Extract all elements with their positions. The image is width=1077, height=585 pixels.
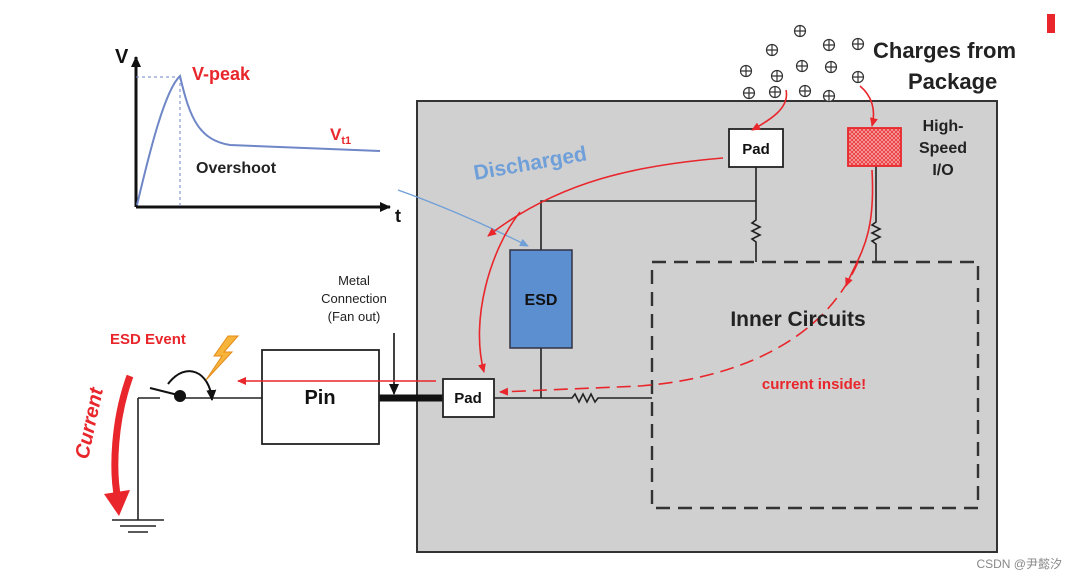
- pad-bottom: [442, 378, 495, 418]
- charge-icon: [824, 60, 838, 74]
- overshoot-label: Overshoot: [196, 160, 277, 177]
- inner-circuits-label: Inner Circuits: [730, 308, 865, 331]
- bottom-bus-wire: [494, 392, 652, 404]
- pad-bottom-label: Pad: [454, 390, 482, 407]
- hsio-label-line2: Speed: [919, 140, 967, 157]
- charge-icon: [742, 86, 756, 100]
- charge-icon: [851, 37, 865, 51]
- voltage-curve: [136, 74, 381, 206]
- high-speed-io-block: [847, 127, 902, 167]
- current-inside-label: current inside!: [762, 376, 866, 393]
- hsio-label-line1: High-: [923, 118, 964, 135]
- graph-to-esd-arrow: [397, 189, 529, 247]
- ground-symbol: [112, 519, 164, 533]
- inner-circuits-box: [650, 260, 980, 510]
- current-label: Current: [71, 385, 108, 462]
- red-marker: [1047, 14, 1055, 33]
- hsio-label-line3: I/O: [932, 162, 953, 179]
- graph-y-label: V: [115, 46, 129, 68]
- charge-icon: [822, 89, 836, 103]
- metal-label-line3: (Fan out): [328, 309, 381, 324]
- metal-label-line1: Metal: [338, 273, 370, 288]
- esd-switch: [149, 370, 217, 402]
- discharge-paths: [237, 85, 878, 396]
- inner-current-arrow: [499, 261, 859, 396]
- vpeak-label: V-peak: [192, 64, 251, 84]
- top-bus-wire: [540, 200, 756, 250]
- current-arrow-head: [104, 490, 130, 516]
- metal-label-line2: Connection: [321, 291, 387, 306]
- hsio-resistor-wire: [870, 166, 882, 262]
- vt1-label: Vt1: [330, 125, 351, 147]
- esd-to-pad-arrow: [478, 211, 521, 373]
- watermark: CSDN @尹懿汐: [976, 556, 1062, 571]
- graph-x-label: t: [395, 206, 401, 226]
- pad-resistor-wire: [750, 167, 762, 262]
- charge-to-hsio-arrow: [859, 85, 878, 127]
- charge-icon: [770, 69, 784, 83]
- esd-block: [509, 249, 573, 349]
- charge-icon: [822, 38, 836, 52]
- esd-event-label: ESD Event: [110, 331, 186, 348]
- charge-icon: [851, 70, 865, 84]
- overshoot-graph: V t V-peak Vt1 Overshoot: [115, 46, 401, 226]
- package-charges: [739, 24, 865, 103]
- pin-label: Pin: [304, 387, 335, 409]
- charge-icon: [795, 59, 809, 73]
- esd-label: ESD: [525, 292, 558, 309]
- pin-block: [261, 349, 380, 445]
- charges-label-line2: Package: [908, 69, 997, 94]
- charge-icon: [798, 84, 812, 98]
- current-arrow: [111, 374, 134, 501]
- charge-icon: [768, 85, 782, 99]
- charge-to-pad-arrow: [751, 89, 788, 131]
- charge-icon: [793, 24, 807, 38]
- lightning-icon: [205, 335, 240, 381]
- charge-icon: [765, 43, 779, 57]
- charges-label-line1: Charges from: [873, 38, 1016, 63]
- pad-top-label: Pad: [742, 141, 770, 158]
- hsio-to-inner-arrow: [845, 169, 874, 287]
- charge-icon: [739, 64, 753, 78]
